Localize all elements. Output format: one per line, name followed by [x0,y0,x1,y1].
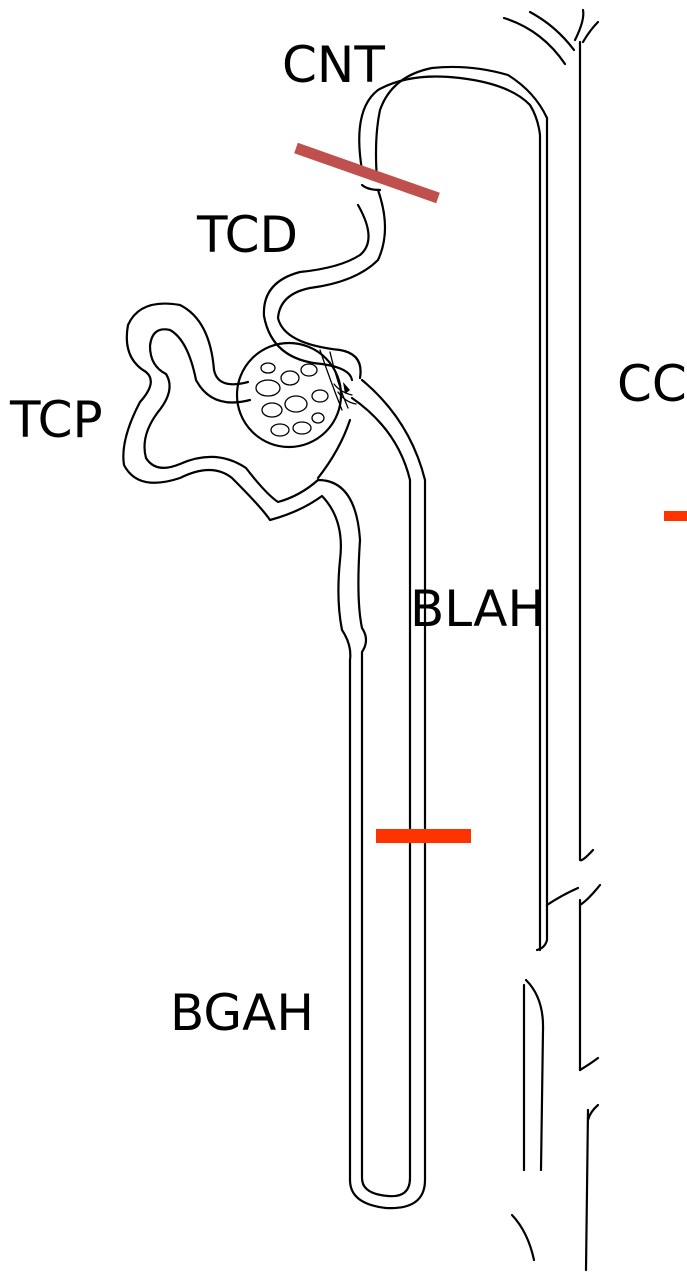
label-tcd: TCD [196,206,298,264]
label-cc: CC [617,355,687,413]
label-cnt: CNT [282,36,385,94]
label-blah: BLAH [410,580,545,638]
label-tcp: TCP [9,391,103,449]
proximal-tubule [123,304,366,1180]
label-bgah: BGAH [170,984,314,1042]
cut-markers [296,148,687,836]
cut-marker-cnt [296,148,438,198]
connecting-tubule [264,77,540,951]
labels: CNT TCD TCP CC BLAH BGAH [9,36,687,1042]
